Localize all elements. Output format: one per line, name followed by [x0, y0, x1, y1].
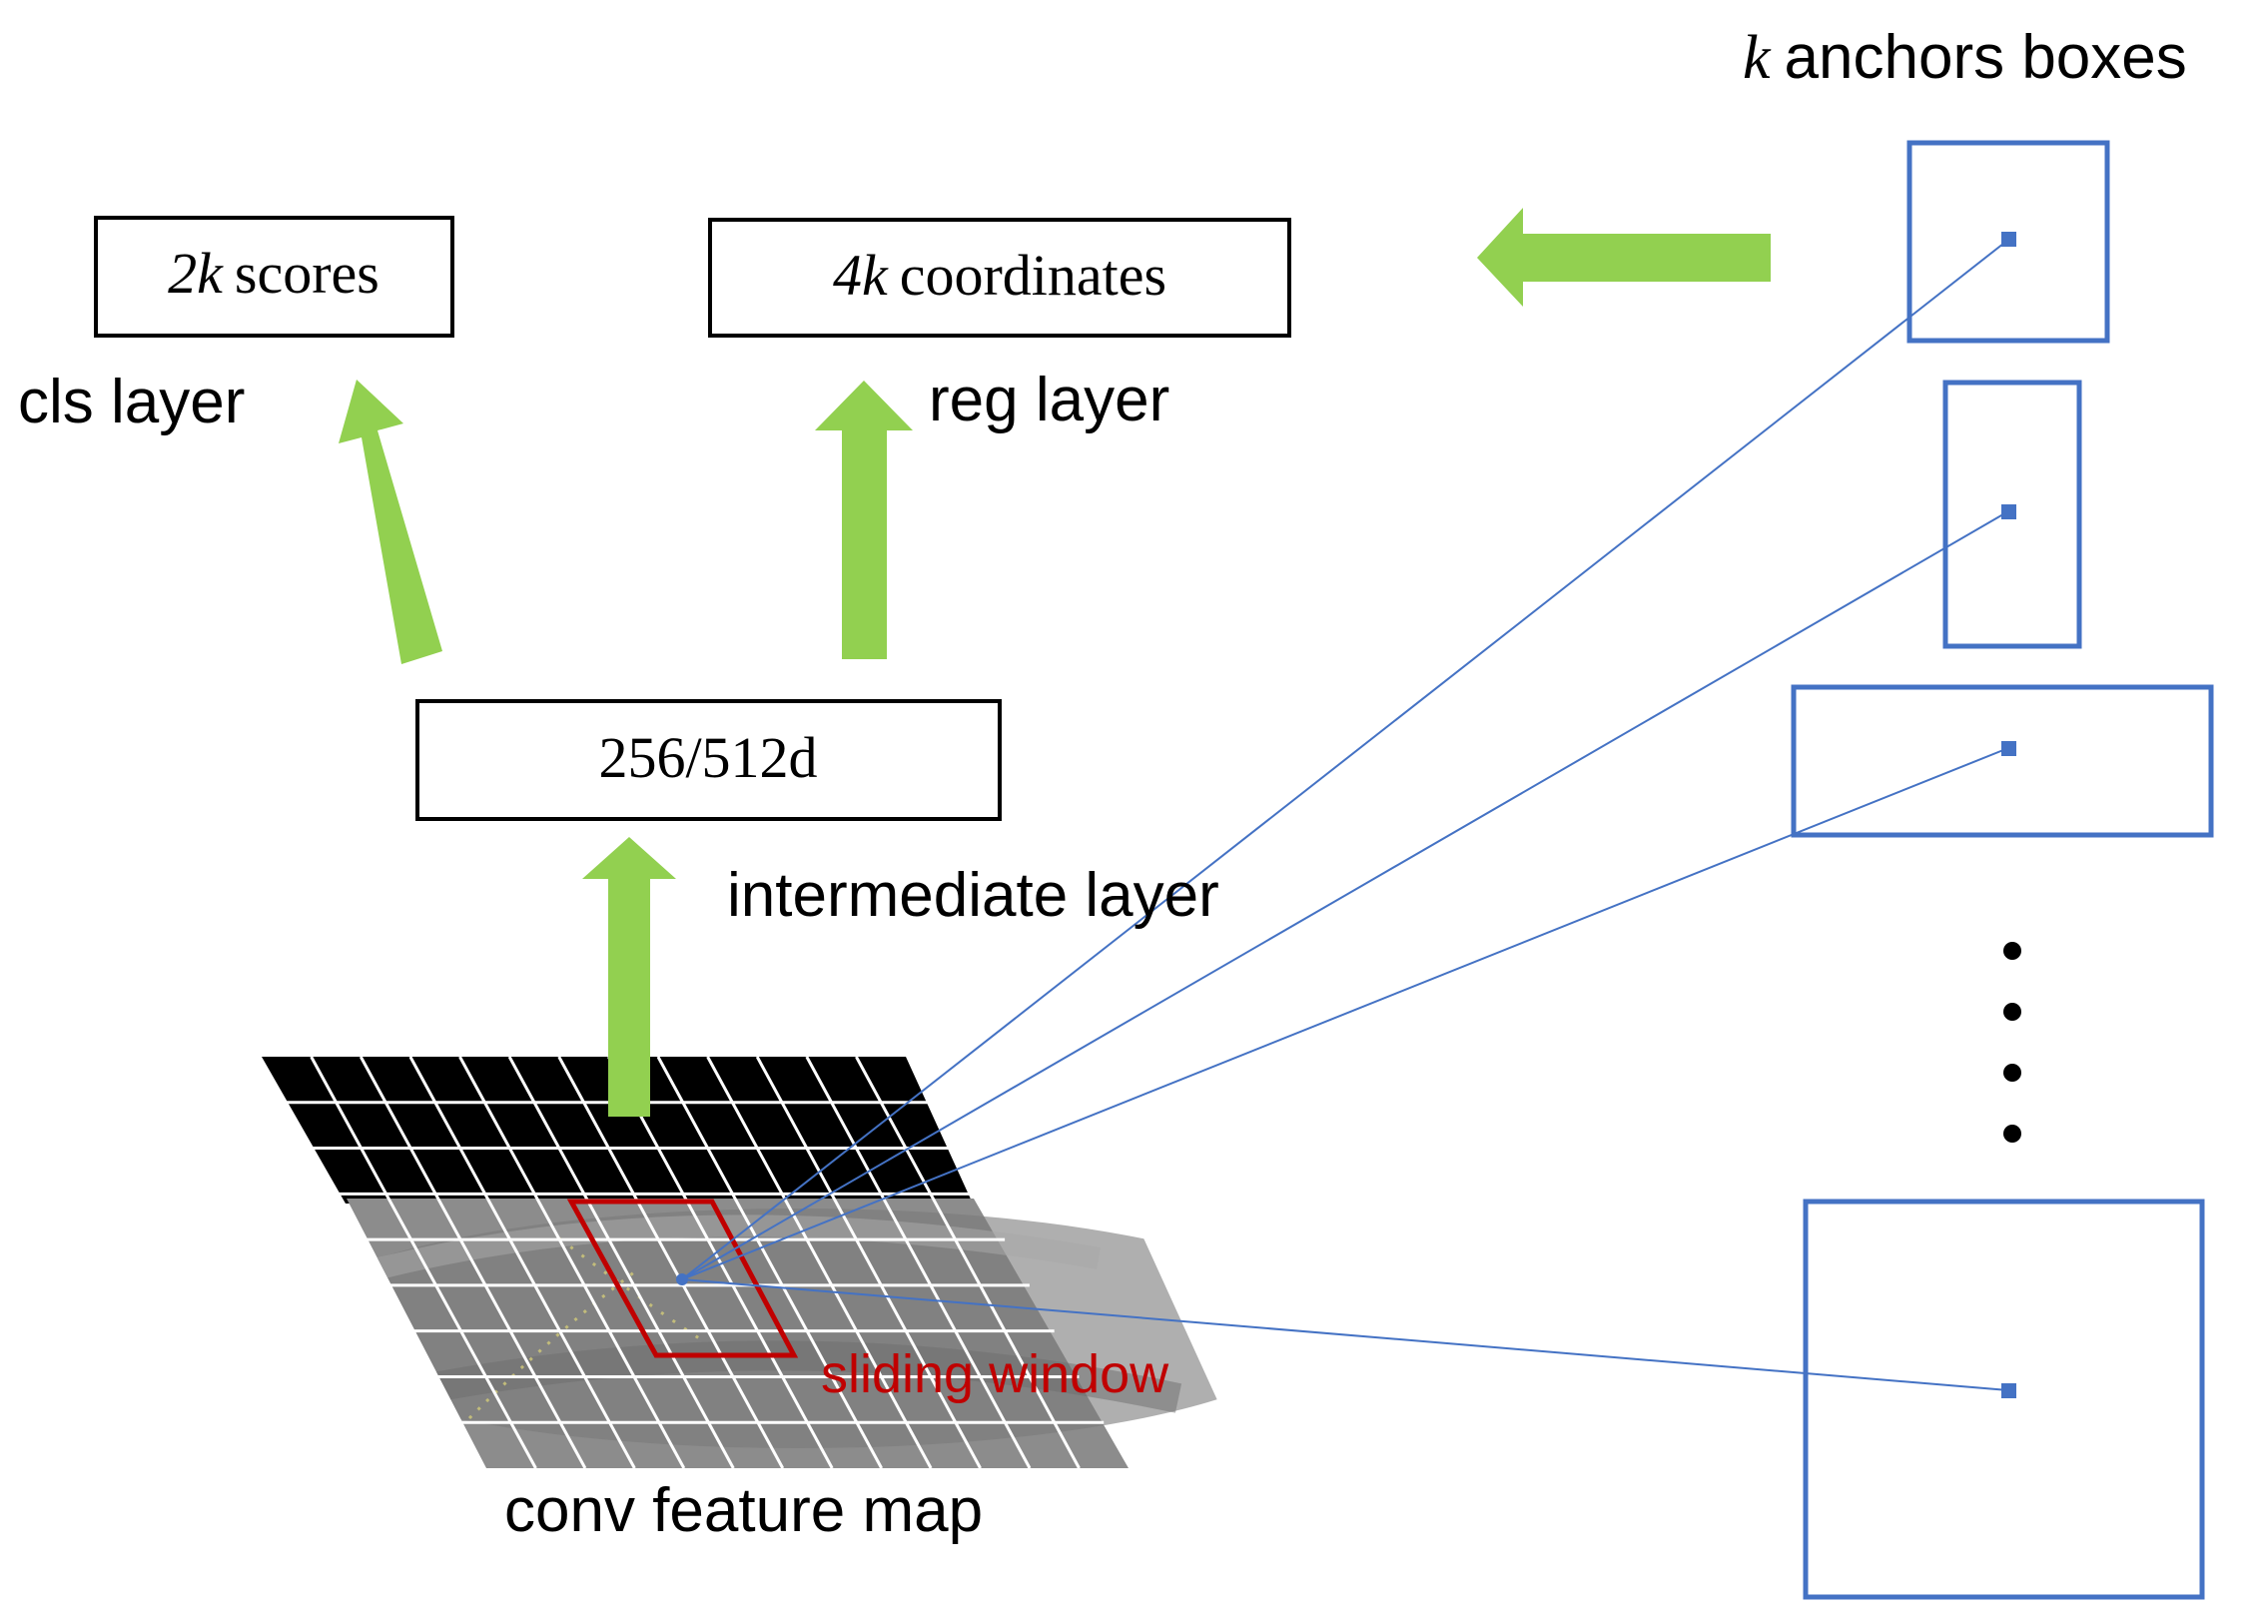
sliding-window-outline: [566, 1199, 799, 1358]
anchor-box-1: [1906, 140, 2110, 344]
ellipsis-dots: [2003, 942, 2021, 1143]
cls-layer-label: cls layer: [18, 368, 245, 436]
conv-feature-map: [262, 1056, 1248, 1469]
reg-layer-label: reg layer: [929, 366, 1169, 434]
arrow-to-reg: [815, 381, 913, 659]
scores-box: [94, 216, 454, 338]
arrow-to-intermediate: [582, 837, 676, 1117]
anchor-box-3: [1791, 684, 2214, 838]
anchor-centers: [2001, 232, 2016, 1398]
conv-feature-map-label: conv feature map: [504, 1476, 983, 1545]
intermediate-box: [415, 699, 1002, 821]
arrows: [339, 208, 1771, 1117]
arrow-to-cls: [339, 380, 442, 664]
anchor-box-4: [1803, 1199, 2205, 1600]
intermediate-box-label: 256/512d: [598, 725, 817, 790]
anchor-box-2: [1942, 380, 2082, 649]
anchor-boxes: [1791, 140, 2214, 1600]
arrow-from-anchors: [1477, 208, 1771, 307]
sliding-window-center: [676, 1273, 688, 1285]
coordinates-box: [708, 218, 1291, 338]
sliding-window-label: sliding window: [821, 1344, 1169, 1404]
intermediate-layer-label: intermediate layer: [727, 861, 1219, 930]
anchor-connectors: [681, 239, 2009, 1391]
